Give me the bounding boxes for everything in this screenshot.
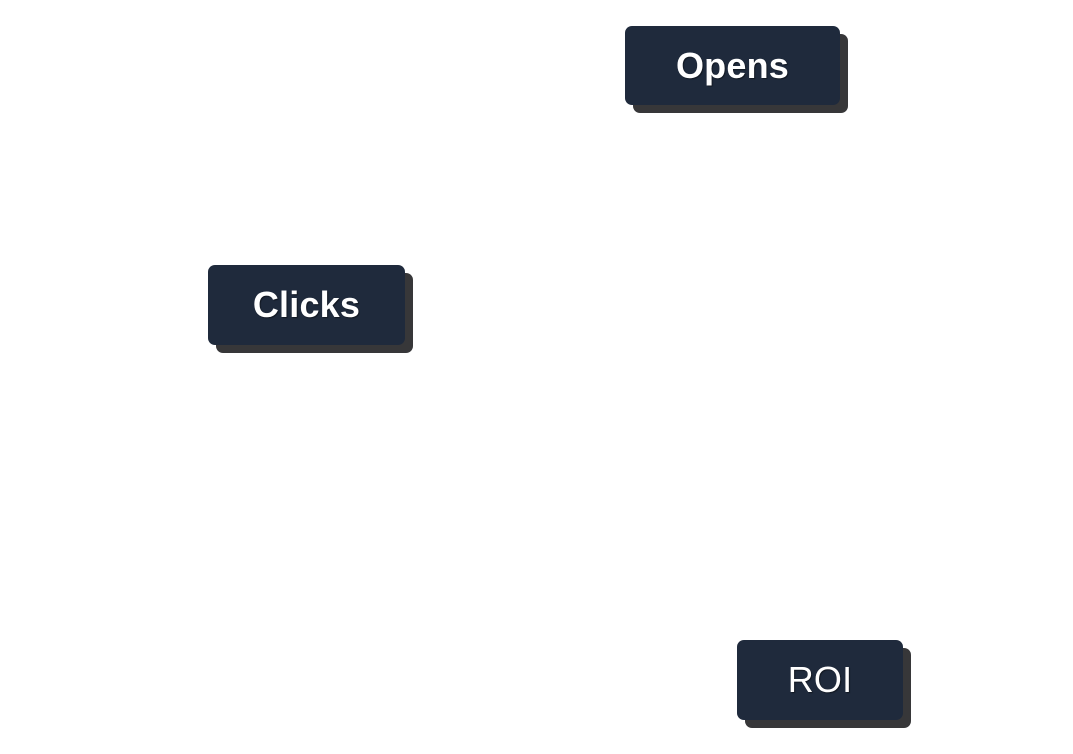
node-roi[interactable]: ROI bbox=[737, 640, 903, 720]
node-opens[interactable]: Opens bbox=[625, 26, 840, 105]
node-roi-label: ROI bbox=[787, 659, 853, 700]
node-opens-label: Opens bbox=[675, 44, 790, 86]
node-clicks-label: Clicks bbox=[252, 284, 361, 325]
node-clicks[interactable]: Clicks bbox=[208, 265, 405, 345]
